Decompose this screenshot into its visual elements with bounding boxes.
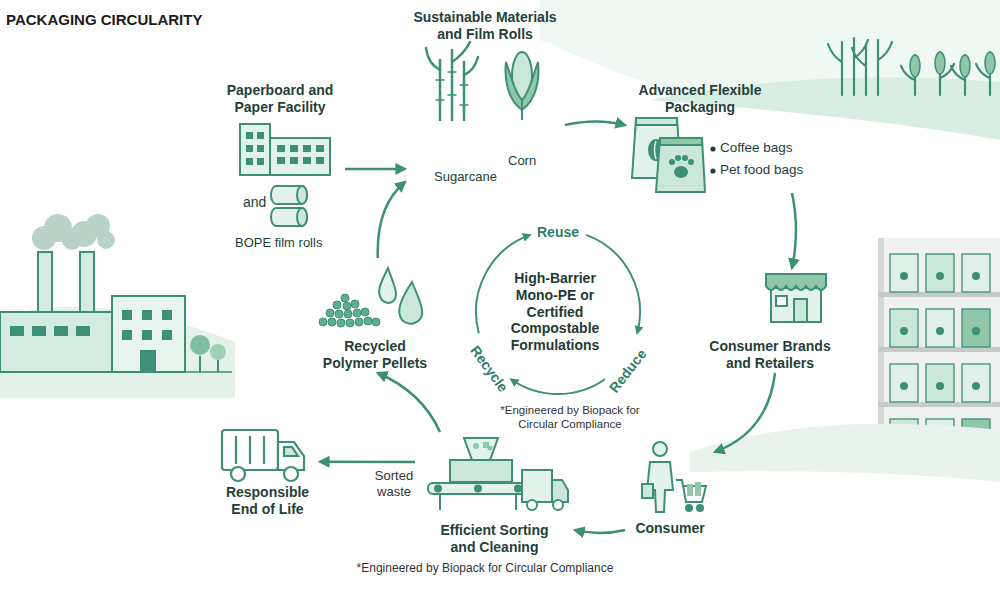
facility-icon (240, 124, 330, 175)
stage-node: Consumer Brands and Retailers (700, 268, 840, 373)
stage-title: Sustainable Materials and Film Rolls (405, 9, 565, 43)
pellets-icon (319, 268, 422, 327)
flow-arrow (565, 122, 625, 126)
flow-arrow (378, 182, 405, 258)
stage-title: Recycled Polymer Pellets (319, 338, 431, 372)
stage-detail: Coffee bags (720, 140, 830, 156)
stage-title: Consumer (625, 520, 715, 537)
flow-arrow (792, 193, 796, 268)
stage-node: Efficient Sorting and Cleaning (415, 432, 575, 560)
stage-node: Recycled Polymer Pellets (305, 258, 445, 373)
diagram-title: PACKAGING CIRCULARITY (6, 11, 306, 29)
factory-scene (0, 214, 235, 398)
stage-node: Advanced Flexible PackagingCoffee bagsPe… (625, 78, 835, 193)
flow-arrow (575, 530, 625, 533)
bag-icons (632, 118, 705, 192)
stage-node: Consumer (625, 438, 715, 543)
cycle-label: Reduce (606, 346, 650, 396)
film-roll-icon (271, 186, 307, 226)
stage-node: Responsible End of Life (215, 422, 320, 524)
bullet-marks (710, 146, 715, 173)
stage-title: Consumer Brands and Retailers (700, 338, 840, 372)
flow-arrow (378, 373, 440, 432)
store-icon (766, 274, 826, 322)
stage-title: Responsible End of Life (215, 484, 320, 518)
hill (690, 424, 1000, 482)
stage-detail: Pet food bags (720, 162, 830, 178)
sugarcane-icon (426, 42, 478, 120)
sorting-machine-icon (428, 438, 568, 510)
consumer-icon (642, 442, 706, 512)
cycle-label: Reuse (537, 224, 579, 241)
stage-node: Sustainable Materials and Film RollsSuga… (405, 5, 565, 190)
flow-arrow (320, 461, 415, 464)
stage-detail: Sugarcane (434, 169, 514, 185)
center-label: High-Barrier Mono-PE or Certified Compos… (500, 270, 610, 354)
corn-icon (506, 52, 539, 120)
stage-title: Paperboard and Paper Facility (215, 82, 345, 116)
edge-label: Sorted waste (368, 468, 420, 499)
footnote-caption: *Engineered by Biopack for Circular Comp… (335, 561, 635, 575)
note-label: *Engineered by Biopack for Circular Comp… (490, 404, 650, 432)
stage-title: Efficient Sorting and Cleaning (432, 522, 557, 556)
stage-title: Advanced Flexible Packaging (625, 82, 775, 116)
cycle-label: Recycle (467, 343, 512, 396)
stage-detail: BOPE film rolls (235, 235, 345, 251)
garbage-truck-icon (222, 430, 304, 481)
stage-node: Paperboard and Paper Facility andBOPE fil… (215, 78, 345, 253)
flow-arrow (345, 168, 405, 171)
stage-detail: and (243, 194, 283, 211)
flow-arrow (715, 373, 775, 452)
field-landscape (540, 0, 1000, 140)
stage-detail: Corn (508, 153, 558, 169)
